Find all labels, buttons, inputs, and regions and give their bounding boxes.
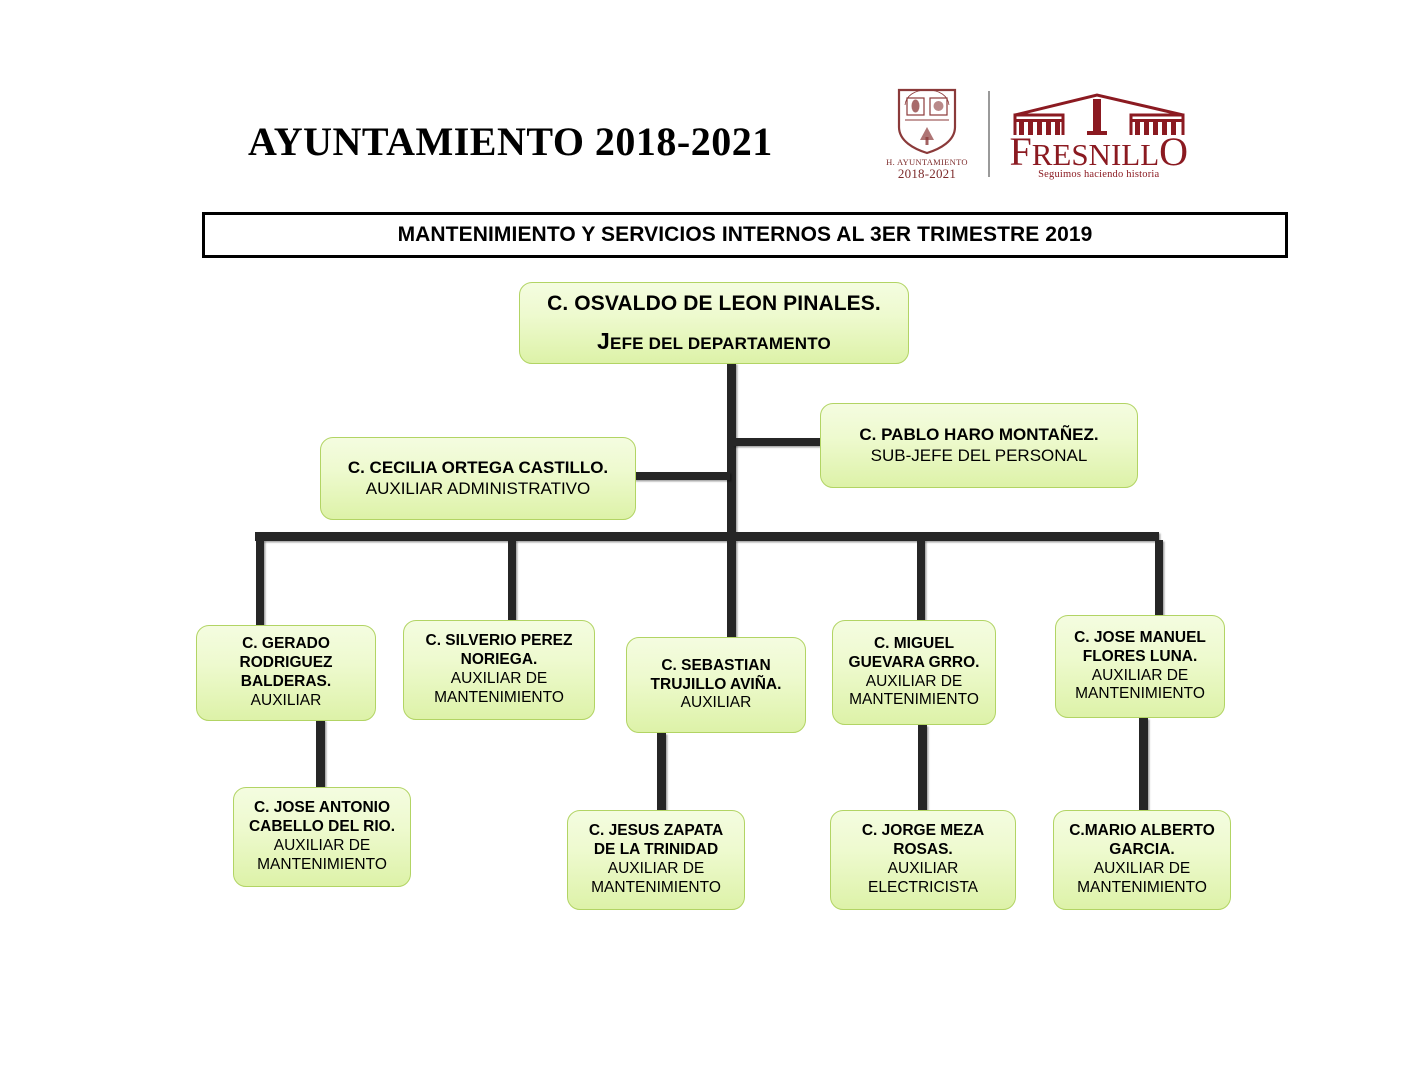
org-node-name-line: C. JESUS ZAPATA: [588, 822, 724, 840]
org-node-title-line: MANTENIMIENTO: [849, 691, 979, 709]
org-node-name-line: CABELLO DEL RIO.: [248, 818, 396, 836]
org-node-name: C. PABLO HARO MONTAÑEZ.: [859, 424, 1099, 444]
connector-bus-to-silverio: [508, 540, 516, 620]
org-node-name-line: C. JOSE ANTONIO: [253, 799, 391, 817]
org-node-title-cap: J: [597, 327, 611, 354]
crest-caption-line1: H. AYUNTAMIENTO: [886, 157, 968, 168]
org-node-name-line: C. SILVERIO PEREZ: [425, 632, 573, 650]
page-title: AYUNTAMIENTO 2018-2021: [248, 119, 773, 164]
subtitle-banner: MANTENIMIENTO Y SERVICIOS INTERNOS AL 3E…: [202, 212, 1288, 258]
org-node-name-line: TRUJILLO AVIÑA.: [650, 675, 782, 693]
connector-root-trunk: [727, 363, 736, 536]
org-node-title-line: AUXILIAR DE: [450, 670, 548, 687]
org-node-name-line: NORIEGA.: [460, 651, 538, 669]
fresnillo-wordmark: FRESNILLO: [1009, 128, 1189, 174]
org-node-title-line: AUXILIAR: [887, 860, 959, 877]
org-node-cecilia-ortega-castillo[interactable]: C. CECILIA ORTEGA CASTILLO. AUXILIAR ADM…: [320, 437, 636, 520]
org-node-sebastian-trujillo-avina[interactable]: C. SEBASTIAN TRUJILLO AVIÑA. AUXILIAR: [626, 637, 806, 733]
org-node-pablo-haro-montanez[interactable]: C. PABLO HARO MONTAÑEZ. SUB-JEFE DEL PER…: [820, 403, 1138, 488]
org-node-title: JEFE DEL DEPARTAMENTO: [597, 327, 831, 355]
connector-gerado-to-joseantonio: [316, 720, 325, 787]
org-node-name-line: ROSAS.: [893, 841, 953, 859]
org-node-jose-antonio-cabello-del-rio[interactable]: C. JOSE ANTONIO CABELLO DEL RIO. AUXILIA…: [233, 787, 411, 887]
org-node-name-line: FLORES LUNA.: [1082, 647, 1198, 665]
org-node-title-line: AUXILIAR DE: [1093, 860, 1191, 877]
org-node-name-line: C. JOSE MANUEL: [1074, 628, 1206, 646]
org-node-jose-manuel-flores-luna[interactable]: C. JOSE MANUEL FLORES LUNA. AUXILIAR DE …: [1055, 615, 1225, 718]
org-node-name-line: C. SEBASTIAN: [661, 656, 771, 674]
logo-divider: [988, 91, 990, 177]
connector-miguel-to-jorge: [918, 725, 927, 810]
org-node-root[interactable]: C. OSVALDO DE LEON PINALES. JEFE DEL DEP…: [519, 282, 909, 364]
org-node-title: SUB-JEFE DEL PERSONAL: [870, 445, 1088, 465]
org-node-title-line: AUXILIAR DE: [273, 837, 371, 854]
org-node-title-line: MANTENIMIENTO: [1075, 685, 1205, 703]
fresnillo-arch-monument-icon: [1013, 92, 1185, 135]
fresnillo-logo: FRESNILLO Seguimos haciendo historia: [1000, 89, 1199, 180]
org-node-title-line: MANTENIMIENTO: [257, 855, 387, 873]
org-node-title-line: AUXILIAR: [250, 691, 322, 709]
org-node-name: C. CECILIA ORTEGA CASTILLO.: [347, 457, 609, 477]
connector-root-to-pablo: [733, 438, 821, 446]
fresnillo-tagline: Seguimos haciendo historia: [1038, 168, 1160, 180]
org-node-name-line: C.MARIO ALBERTO: [1069, 822, 1215, 840]
org-node-gerado-rodriguez-balderas[interactable]: C. GERADO RODRIGUEZ BALDERAS. AUXILIAR: [196, 625, 376, 721]
org-node-title-line: MANTENIMIENTO: [1077, 878, 1207, 896]
org-node-title-line: MANTENIMIENTO: [591, 878, 721, 896]
crest-group: H. AYUNTAMIENTO 2018-2021: [868, 87, 986, 181]
org-node-title-line: AUXILIAR DE: [607, 860, 705, 877]
connector-bus-to-gerado: [256, 540, 264, 625]
connector-josemanuel-to-mario: [1139, 718, 1148, 810]
org-node-name-line: RODRIGUEZ: [239, 654, 333, 672]
connector-bus-to-miguel: [917, 540, 925, 620]
org-node-jesus-zapata-de-la-trinidad[interactable]: C. JESUS ZAPATA DE LA TRINIDAD AUXILIAR …: [567, 810, 745, 910]
org-node-jorge-meza-rosas[interactable]: C. JORGE MEZA ROSAS. AUXILIAR ELECTRICIS…: [830, 810, 1016, 910]
org-node-title-line: MANTENIMIENTO: [434, 688, 564, 706]
connector-bus-to-sebastian: [727, 540, 736, 637]
connector-main-bus: [255, 532, 1159, 541]
org-node-title-line: ELECTRICISTA: [868, 878, 978, 896]
org-node-title-line: AUXILIAR DE: [1091, 666, 1189, 684]
org-node-name-line: GARCIA.: [1109, 841, 1175, 859]
org-node-title-line: AUXILIAR: [680, 694, 752, 712]
org-node-title-rest: EFE DEL DEPARTAMENTO: [610, 333, 831, 353]
subtitle-text: MANTENIMIENTO Y SERVICIOS INTERNOS AL 3E…: [397, 223, 1093, 246]
org-node-name-line: C. JORGE MEZA: [861, 822, 985, 840]
logo-block: H. AYUNTAMIENTO 2018-2021: [868, 76, 1198, 192]
org-node-silverio-perez-noriega[interactable]: C. SILVERIO PEREZ NORIEGA. AUXILIAR DE M…: [403, 620, 595, 720]
connector-root-to-cecilia: [634, 472, 730, 480]
org-node-name-line: GUEVARA GRRO.: [848, 653, 980, 671]
connector-sebastian-to-jesus: [657, 733, 666, 810]
org-node-name-line: BALDERAS.: [240, 673, 332, 690]
org-node-miguel-guevara-grro[interactable]: C. MIGUEL GUEVARA GRRO. AUXILIAR DE MANT…: [832, 620, 996, 725]
org-node-title-line: AUXILIAR DE: [865, 672, 963, 690]
coat-of-arms-shield-icon: [897, 89, 957, 155]
org-node-name-line: DE LA TRINIDAD: [593, 841, 719, 859]
org-node-mario-alberto-garcia[interactable]: C.MARIO ALBERTO GARCIA. AUXILIAR DE MANT…: [1053, 810, 1231, 910]
org-node-name-line: C. MIGUEL: [873, 634, 955, 652]
org-node-name: C. OSVALDO DE LEON PINALES.: [547, 292, 881, 316]
org-node-title: AUXILIAR ADMINISTRATIVO: [365, 478, 591, 498]
org-node-name-line: C. GERADO: [242, 635, 330, 653]
connector-bus-to-josemanuel: [1155, 540, 1163, 615]
crest-caption-line2: 2018-2021: [897, 166, 957, 182]
